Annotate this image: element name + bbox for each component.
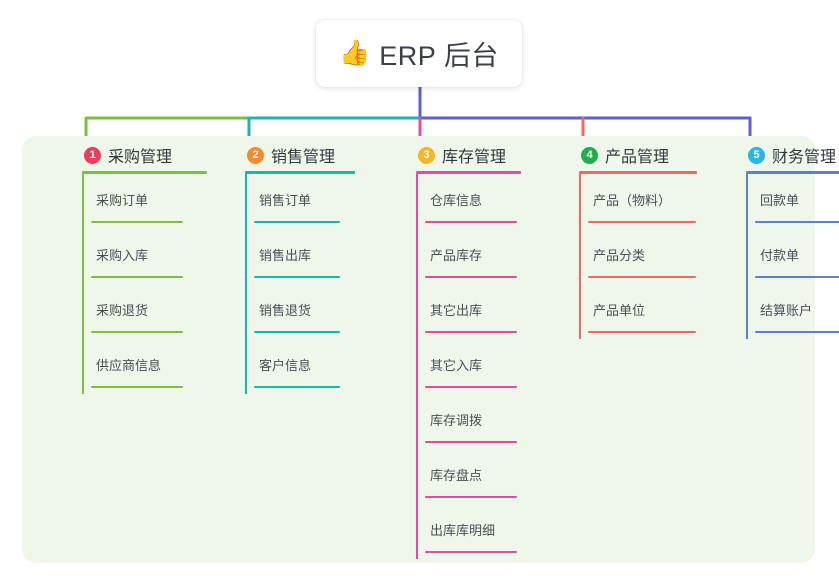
branch-title-label: 财务管理	[772, 149, 837, 166]
branch-leaf-label: 仓库信息	[430, 193, 483, 208]
branch-leaf-rule	[425, 386, 517, 388]
root-node-label: ERP 后台	[379, 41, 499, 71]
branch-leaf-label: 客户信息	[259, 358, 312, 373]
branch-leaf-label: 其它出库	[430, 303, 483, 318]
branch-title-label: 产品管理	[605, 149, 670, 166]
thumbs-up-icon: 👍	[339, 39, 371, 67]
branch-spine	[82, 174, 84, 394]
branch-leaf-rule	[254, 386, 340, 388]
branch-leaf-rule	[425, 331, 517, 333]
branch-title-label: 库存管理	[442, 149, 507, 166]
branch-leaf-rule	[425, 551, 517, 553]
branch-leaf-rule	[425, 276, 517, 278]
branch-header-rule	[579, 171, 697, 174]
branch-leaf-rule	[91, 331, 183, 333]
branch-leaf-rule	[755, 331, 839, 333]
branch-leaf-label: 销售订单	[259, 193, 312, 208]
branch-leaf-rule	[254, 331, 340, 333]
branch-header-5[interactable]: 5 财务管理	[728, 136, 839, 174]
branch-leaf-label: 产品（物料）	[593, 193, 672, 208]
branch-leaf-label: 销售出库	[259, 248, 312, 263]
branch-spine	[746, 174, 748, 339]
branch-header-rule	[245, 171, 355, 174]
root-node-card[interactable]: 👍 ERP 后台	[316, 20, 522, 87]
branch-header-2[interactable]: 2 销售管理	[227, 136, 355, 174]
branch-leaf-label: 采购订单	[96, 193, 149, 208]
branch-leaf-label: 产品单位	[593, 303, 646, 318]
branch-leaf-rule	[91, 221, 183, 223]
branch-spine	[579, 174, 581, 339]
branch-column-5: 5 财务管理回款单付款单结算账户	[728, 136, 839, 339]
branch-leaf-rule	[755, 221, 839, 223]
branch-spine	[245, 174, 247, 394]
branch-leaf-label: 销售退货	[259, 303, 312, 318]
branch-leaf-rule	[254, 276, 340, 278]
branch-header-rule	[746, 171, 839, 174]
branch-leaf-rule	[588, 331, 696, 333]
branch-leaf-rule	[588, 221, 696, 223]
branch-header-rule	[416, 171, 521, 174]
branch-leaf-rule	[755, 276, 839, 278]
branch-leaf-rule	[425, 441, 517, 443]
branch-number-badge: 3	[418, 146, 435, 164]
branch-leaf-label: 结算账户	[760, 303, 813, 318]
branch-column-4: 4 产品管理产品（物料） 产品分类产品单位	[561, 136, 697, 339]
branch-leaf-rule	[91, 386, 183, 388]
branch-number-badge: 2	[247, 146, 264, 164]
branch-leaf-label: 供应商信息	[96, 358, 162, 373]
branch-leaf-label: 出库库明细	[430, 523, 496, 538]
branch-header-4[interactable]: 4 产品管理	[561, 136, 697, 174]
branch-leaf-label: 库存盘点	[430, 468, 483, 483]
branch-leaf-label: 采购入库	[96, 248, 149, 263]
branch-title-label: 采购管理	[108, 149, 173, 166]
branch-leaf-label: 付款单	[760, 248, 800, 263]
branch-leaf-label: 产品库存	[430, 248, 483, 263]
branch-leaf-label: 其它入库	[430, 358, 483, 373]
branch-leaf-label: 产品分类	[593, 248, 646, 263]
branch-column-3: 3 库存管理仓库信息产品库存其它出库其它入库库存调拨库存盘点出库库明细	[398, 136, 521, 559]
branch-title-label: 销售管理	[271, 149, 336, 166]
branch-leaf-rule	[254, 221, 340, 223]
branch-header-1[interactable]: 1 采购管理	[64, 136, 207, 174]
branch-column-1: 1 采购管理采购订单采购入库采购退货供应商信息	[64, 136, 207, 394]
branch-leaf-label: 采购退货	[96, 303, 149, 318]
branch-leaf-rule	[425, 221, 517, 223]
branch-leaf-label: 库存调拨	[430, 413, 483, 428]
branch-column-2: 2 销售管理销售订单销售出库销售退货客户信息	[227, 136, 355, 394]
branch-leaf-rule	[425, 496, 517, 498]
branch-spine	[416, 174, 418, 559]
branch-leaf-label: 回款单	[760, 193, 800, 208]
branch-number-badge: 1	[84, 146, 101, 164]
branch-number-badge: 5	[748, 146, 765, 164]
branch-leaf-rule	[91, 276, 183, 278]
branch-header-3[interactable]: 3 库存管理	[398, 136, 521, 174]
branch-leaf-rule	[588, 276, 696, 278]
branch-header-rule	[82, 171, 207, 174]
branch-number-badge: 4	[581, 146, 598, 164]
branches-panel: 1 采购管理采购订单采购入库采购退货供应商信息 2 销售管理销售订单销售出库销售退货客…	[22, 136, 839, 563]
